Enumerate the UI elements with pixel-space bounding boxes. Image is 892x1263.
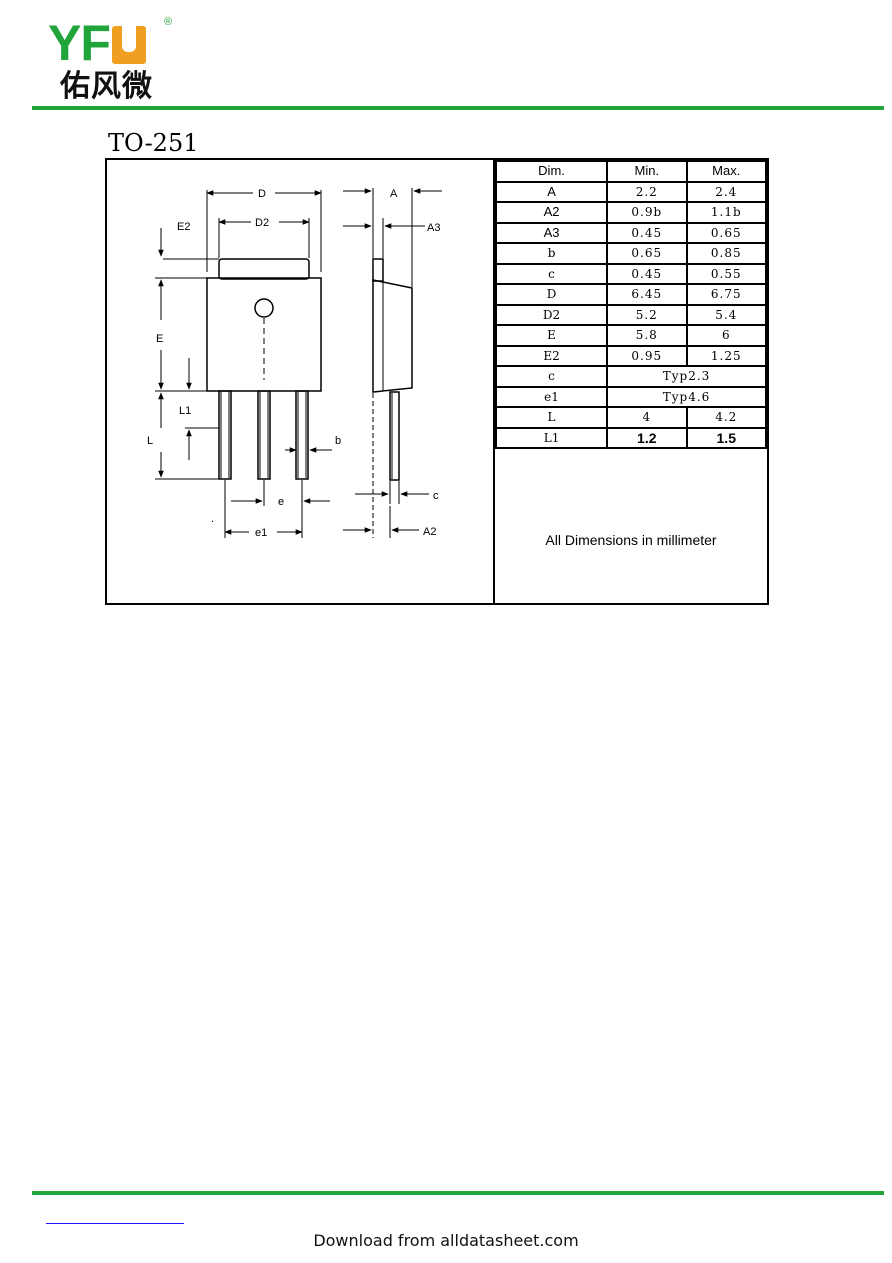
table-row: L1 1.2 1.5: [494, 426, 768, 449]
dim-cell: A3: [494, 221, 609, 244]
min-cell: 0.95: [606, 344, 688, 367]
table-row: e1 Typ4.6: [494, 385, 767, 408]
logo-wordmark: YF: [48, 18, 146, 68]
max-cell: 2.4: [685, 180, 768, 203]
dim-cell: b: [494, 242, 609, 265]
lead-right: [295, 390, 309, 480]
table-row: c 0.45 0.55: [494, 262, 768, 285]
lead-left: [218, 390, 232, 480]
dim-cell: A2: [494, 201, 609, 224]
typical-cell: Typ4.6: [606, 385, 767, 408]
label-L: L: [147, 435, 153, 447]
side-tab: [372, 258, 384, 282]
min-cell: 6.45: [606, 283, 688, 306]
max-cell: 4.2: [685, 406, 768, 429]
table-row: A 2.2 2.4: [494, 180, 768, 203]
dim-cell: E: [494, 324, 609, 347]
max-cell: 5.4: [685, 303, 768, 326]
label-A2: A2: [423, 526, 436, 538]
dimensions-table: Dim. Min. Max. A 2.2 2.4 A2 0.9b 1.1b A3…: [494, 160, 768, 449]
registered-mark: ®: [164, 16, 173, 28]
dim-cell: A: [494, 180, 609, 203]
min-cell: 5.2: [606, 303, 688, 326]
download-note: Download from alldatasheet.com: [313, 1231, 579, 1250]
tab-outline: [218, 258, 310, 280]
logo-u-mark: [111, 26, 146, 64]
table-row: E2 0.95 1.25: [494, 344, 768, 367]
header-min: Min.: [606, 160, 688, 183]
table-row: D2 5.2 5.4: [494, 303, 768, 326]
footer-rule: [32, 1191, 884, 1195]
max-cell: 0.65: [685, 221, 768, 244]
max-cell: 1.1b: [685, 201, 768, 224]
dim-cell: c: [494, 262, 609, 285]
label-e1: e1: [255, 527, 267, 539]
max-cell: 6: [685, 324, 768, 347]
dim-cell: D2: [494, 303, 609, 326]
dim-cell: L1: [494, 426, 609, 449]
package-drawing: D D2 E2 E L1 L b e e1 A A3 c A2 .: [107, 160, 495, 603]
stray-dot: .: [211, 513, 214, 525]
label-e: e: [278, 496, 284, 508]
table-row: A3 0.45 0.65: [494, 221, 768, 244]
table-row: L 4 4.2: [494, 406, 768, 429]
table-row: E 5.8 6: [494, 324, 768, 347]
package-outline-svg: D D2 E2 E L1 L b e e1 A A3 c A2 .: [147, 188, 442, 539]
label-A: A: [390, 188, 398, 200]
label-D2: D2: [255, 217, 269, 229]
label-L1: L1: [179, 405, 191, 417]
max-cell: 0.55: [685, 262, 768, 285]
label-A3: A3: [427, 222, 440, 234]
table-header-row: Dim. Min. Max.: [494, 160, 768, 183]
min-cell: 0.9b: [606, 201, 688, 224]
header-max: Max.: [685, 160, 768, 183]
max-cell: 6.75: [685, 283, 768, 306]
min-cell: 0.45: [606, 221, 688, 244]
dim-cell: c: [494, 365, 609, 388]
min-cell: 4: [606, 406, 688, 429]
header-rule: [32, 106, 884, 110]
min-cell: 0.65: [606, 242, 688, 265]
min-cell: 0.45: [606, 262, 688, 285]
package-outline-frame: D D2 E2 E L1 L b e e1 A A3 c A2 . Dim. M…: [105, 158, 769, 605]
table-row: c Typ2.3: [494, 365, 767, 388]
dim-cell: E2: [494, 344, 609, 367]
company-logo: YF ® 佑风微: [48, 16, 188, 106]
dim-cell: e1: [494, 385, 609, 408]
table-row: D 6.45 6.75: [494, 283, 768, 306]
label-E: E: [156, 333, 163, 345]
min-cell: 2.2: [606, 180, 688, 203]
units-note: All Dimensions in millimeter: [545, 531, 717, 548]
dim-cell: D: [494, 283, 609, 306]
table-row: b 0.65 0.85: [494, 242, 768, 265]
package-title: TO-251: [108, 129, 199, 157]
side-lead: [389, 391, 400, 481]
max-cell: 1.25: [685, 344, 768, 367]
label-D: D: [258, 188, 266, 200]
min-cell: 1.2: [606, 426, 688, 449]
label-E2: E2: [177, 221, 190, 233]
footer-hyperlink[interactable]: [46, 1207, 184, 1224]
table-row: A2 0.9b 1.1b: [494, 201, 768, 224]
side-body: [372, 279, 413, 393]
body-outline: [206, 277, 322, 392]
min-cell: 5.8: [606, 324, 688, 347]
label-c: c: [433, 490, 439, 502]
lead-center: [257, 390, 271, 480]
logo-chinese-name: 佑风微: [60, 69, 153, 104]
dim-cell: L: [494, 406, 609, 429]
max-cell: 1.5: [685, 426, 768, 449]
header-dim: Dim.: [494, 160, 609, 183]
max-cell: 0.85: [685, 242, 768, 265]
typical-cell: Typ2.3: [606, 365, 767, 388]
mounting-hole: [254, 298, 274, 318]
label-b: b: [335, 435, 341, 447]
